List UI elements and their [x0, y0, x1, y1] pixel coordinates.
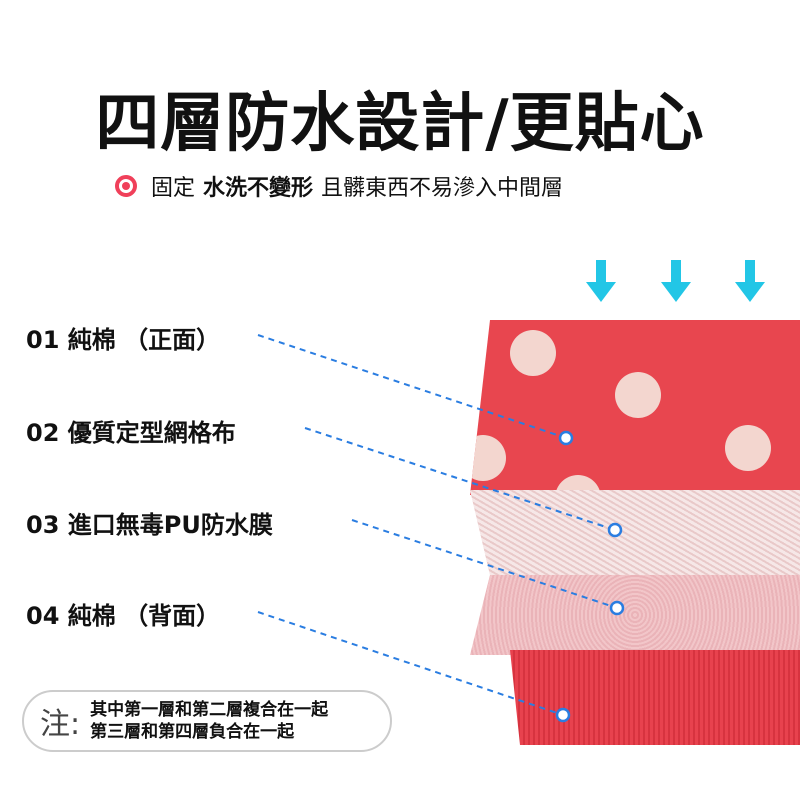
page-title: 四層防水設計/更貼心	[95, 87, 705, 161]
subtitle-bold: 水洗不變形	[203, 176, 314, 201]
layer-label-04: 04 純棉 （背面）	[26, 602, 221, 630]
note-box: 注: 其中第一層和第二層複合在一起 第三層和第四層負合在一起	[22, 690, 392, 752]
layer-mesh	[470, 490, 800, 575]
down-arrow-icon	[735, 260, 765, 302]
subtitle: 固定 水洗不變形 且髒東西不易滲入中間層	[115, 170, 563, 202]
subtitle-prefix: 固定	[151, 176, 196, 201]
layer-cotton-back	[510, 650, 800, 745]
layer-label-01: 01 純棉 （正面）	[26, 326, 221, 354]
subtitle-suffix: 且髒東西不易滲入中間層	[321, 176, 564, 201]
note-prefix: 注:	[40, 707, 81, 742]
note-line-2: 第三層和第四層負合在一起	[90, 722, 295, 742]
note-line-1: 其中第一層和第二層複合在一起	[90, 700, 329, 720]
polka-dot	[725, 425, 771, 471]
polka-dot	[470, 435, 506, 481]
target-icon	[115, 175, 137, 197]
layer-label-02: 02 優質定型網格布	[26, 419, 236, 447]
layer-cotton-front	[470, 320, 800, 495]
layer-label-03: 03 進口無毒PU防水膜	[26, 511, 273, 539]
polka-dot	[510, 330, 556, 376]
down-arrow-icon	[661, 260, 691, 302]
down-arrow-icon	[586, 260, 616, 302]
layer-pu-membrane	[470, 575, 800, 655]
polka-dot	[615, 372, 661, 418]
